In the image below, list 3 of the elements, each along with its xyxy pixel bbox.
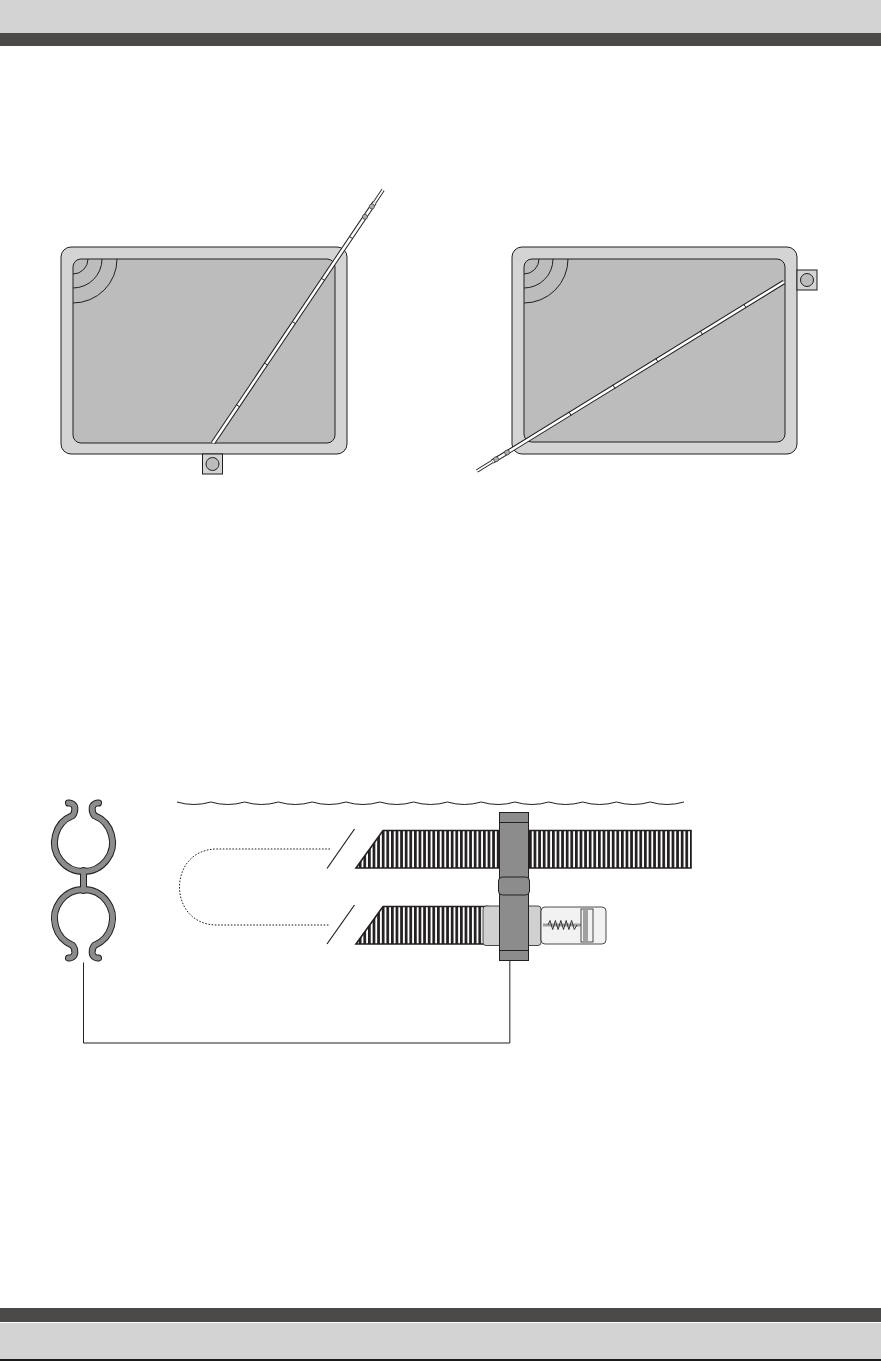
- hose-bracket: [498, 812, 530, 961]
- leader-line: [83, 960, 511, 1044]
- hose-clip: [51, 798, 116, 963]
